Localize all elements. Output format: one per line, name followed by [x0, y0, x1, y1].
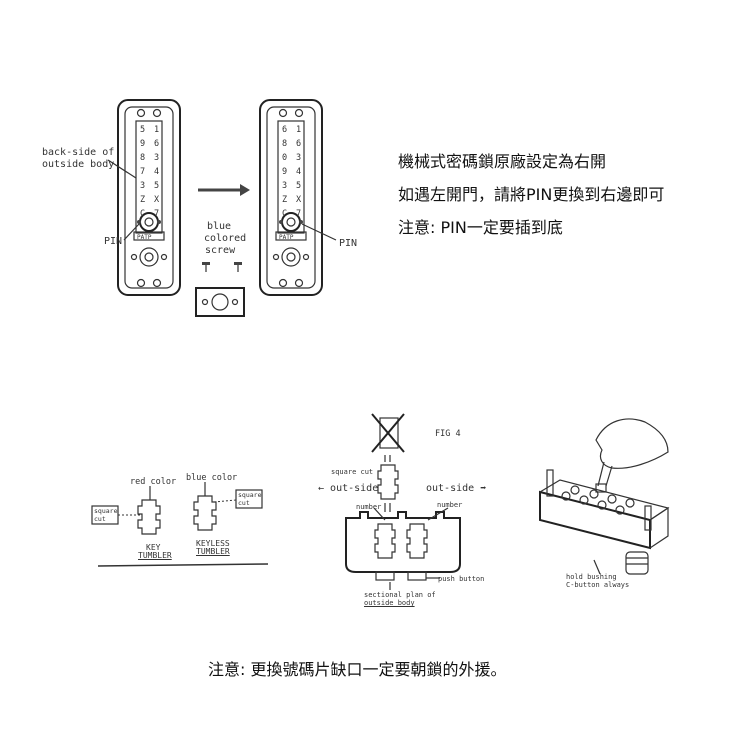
key-label: 5: [154, 181, 160, 191]
keyless-tumbler-line2: TUMBLER: [196, 547, 230, 556]
key-tumbler-line2: TUMBLER: [138, 551, 172, 560]
key-label: 9: [140, 139, 146, 149]
mounting-plate: [195, 287, 245, 317]
out-side-right-label: out-side ➡: [426, 483, 487, 494]
screw-caption-line3: screw: [205, 245, 236, 256]
sectional-plan-line2: outside body: [364, 599, 415, 607]
keyless-tumbler-drawing: [193, 495, 217, 531]
fig-label: FIG 4: [435, 429, 461, 439]
square-cut-box-right: [235, 489, 263, 509]
key-label: 4: [296, 167, 302, 177]
model-mark-left: PATP: [137, 234, 152, 241]
key-label: C: [282, 209, 288, 219]
pin-leader-left: [123, 223, 140, 241]
note-line-2: 如遇左開門，請將PIN更換到右邊即可: [398, 185, 665, 204]
fig4-drawing: [345, 413, 461, 590]
key-label: 7: [296, 209, 302, 219]
key-label: 6: [296, 139, 302, 149]
note-line-1: 機械式密碼鎖原廠設定為右開: [398, 152, 607, 171]
transfer-arrow: [198, 184, 250, 196]
sectional-plan-line1: sectional plan of: [364, 591, 436, 599]
back-side-label-line2: outside body: [42, 159, 115, 170]
push-button-label: push button: [438, 575, 485, 583]
key-tumbler-line1: KEY: [146, 543, 161, 552]
hold-bushing-line2: C-button always: [566, 581, 630, 589]
key-label: 8: [140, 153, 146, 163]
footer-note: 注意: 更換號碼片缺口一定要朝鎖的外援。: [208, 660, 507, 679]
key-label: 8: [282, 139, 288, 149]
key-label: 9: [282, 167, 288, 177]
key-label: 1: [296, 125, 302, 135]
key-label: X: [296, 195, 302, 205]
number-right-label: number: [437, 501, 463, 509]
key-label: 6: [154, 139, 160, 149]
screw-caption-line1: blue: [207, 221, 232, 232]
red-color-label: red color: [130, 477, 177, 487]
blue-color-label: blue color: [186, 473, 238, 483]
screw-icon: [234, 262, 242, 272]
square-cut-right-line1: square: [238, 491, 262, 499]
keyless-tumbler-line1: KEYLESS: [196, 539, 230, 548]
key-label: 3: [140, 181, 146, 191]
right-lock-body: [259, 99, 323, 296]
key-label: 1: [154, 125, 160, 135]
back-side-leader: [107, 159, 137, 179]
back-side-label-line1: back-side of: [42, 147, 115, 158]
number-left-label: number: [356, 503, 382, 511]
out-side-right-text: out-side: [426, 483, 475, 494]
square-cut-right-line2: cut: [238, 499, 250, 507]
hand-assembly-sketch: [539, 418, 670, 575]
key-label: 7: [140, 167, 146, 177]
key-label: 0: [282, 153, 288, 163]
key-tumbler-drawing: [137, 499, 161, 535]
key-label: 5: [140, 125, 146, 135]
note-line-3: 注意: PIN一定要插到底: [398, 218, 563, 237]
key-label: 6: [282, 125, 288, 135]
screw-caption-line2: colored: [204, 233, 247, 244]
pin-label-left: PIN: [104, 236, 123, 247]
square-cut-left-line1: square: [94, 507, 118, 515]
out-side-left-label: ← out-side: [318, 483, 379, 494]
model-mark-right: PATP: [279, 234, 294, 241]
left-lock-body: [117, 99, 181, 296]
key-label: 5: [296, 181, 302, 191]
key-label: Z: [282, 195, 288, 205]
key-label: 3: [296, 153, 302, 163]
key-label: 4: [154, 167, 160, 177]
key-label: C: [140, 209, 146, 219]
key-label: 7: [154, 209, 160, 219]
baseline: [97, 563, 269, 567]
key-label: 3: [282, 181, 288, 191]
square-cut-label: square cut: [331, 468, 374, 476]
out-side-left-text: out-side: [330, 483, 379, 494]
screw-icon: [202, 262, 210, 272]
key-label: Z: [140, 195, 146, 205]
hold-bushing-line1: hold bushing: [566, 573, 617, 581]
pin-leader-right: [301, 223, 337, 241]
key-label: 3: [154, 153, 160, 163]
key-label: X: [154, 195, 160, 205]
square-cut-left-line2: cut: [94, 515, 106, 523]
pin-label-right: PIN: [339, 238, 358, 249]
